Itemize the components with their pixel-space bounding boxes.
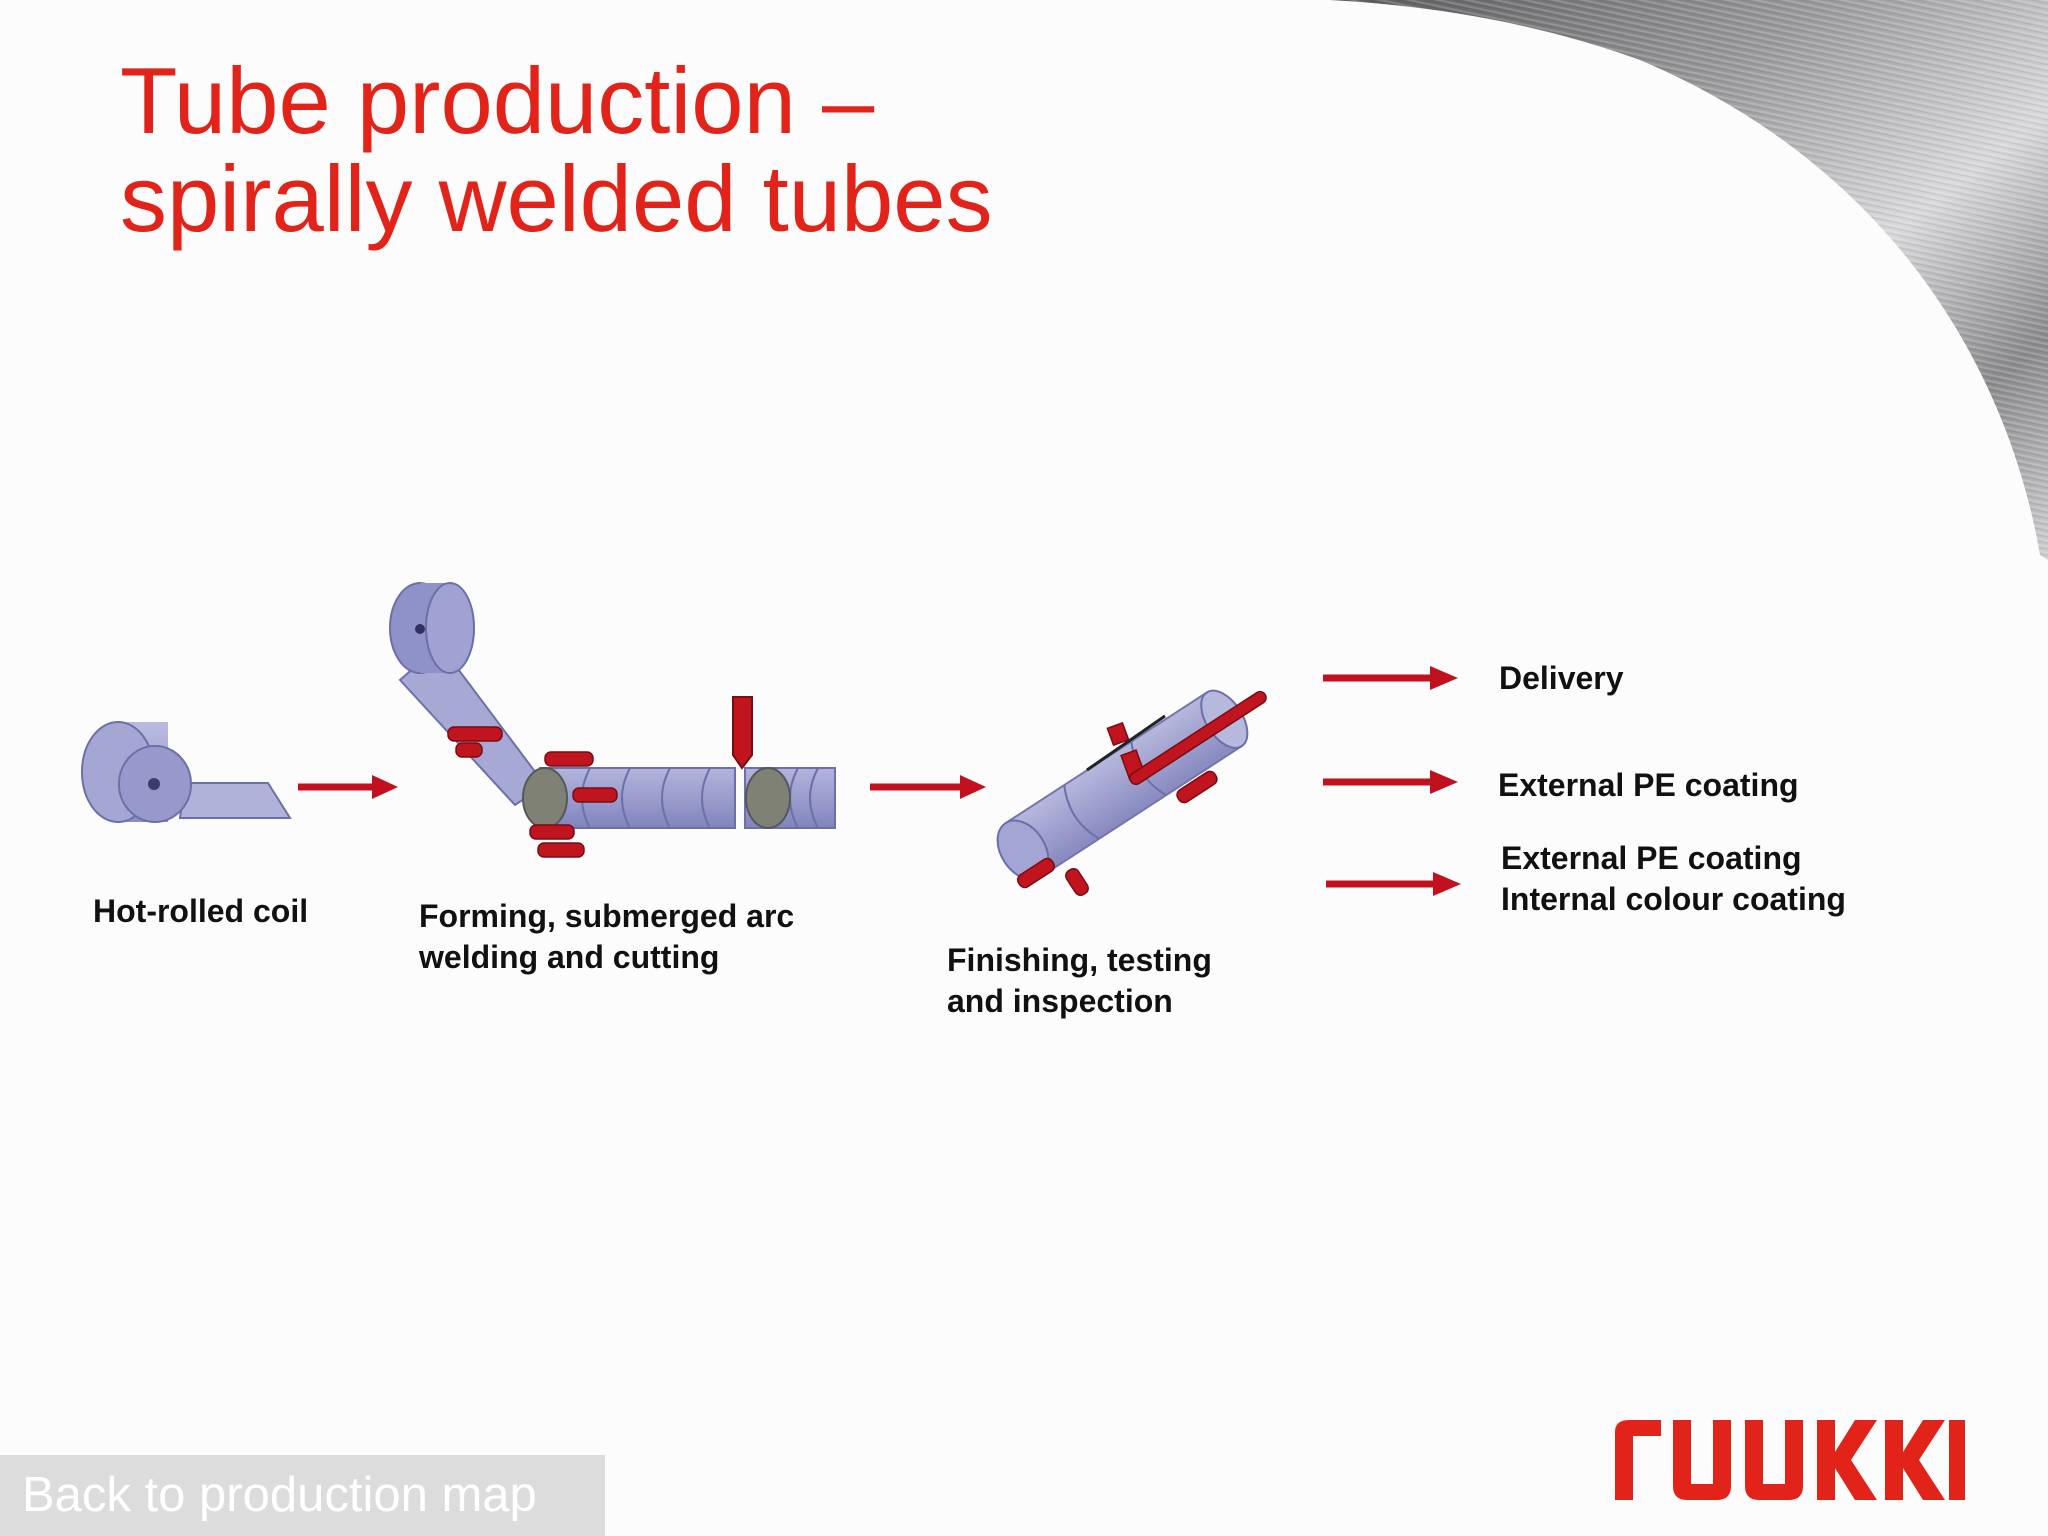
output-label-line: External PE coating — [1498, 767, 1799, 803]
output-label-external-internal: External PE coating Internal colour coat… — [1501, 838, 1846, 920]
step-label-forming-welding: Forming, submerged arc welding and cutti… — [419, 896, 794, 978]
output-label-line: Delivery — [1499, 660, 1624, 696]
output-label-line: External PE coating — [1501, 840, 1802, 876]
output-label-line: Internal colour coating — [1501, 881, 1846, 917]
slide-title: Tube production – spirally welded tubes — [120, 52, 993, 248]
output-arrow-2 — [1323, 770, 1458, 794]
forming-welding-cutting-icon — [389, 582, 836, 858]
slide-title-line-1: Tube production – — [120, 48, 875, 153]
ruukki-logo — [1615, 1420, 1965, 1500]
finishing-testing-icon — [996, 689, 1267, 897]
step-label-line: Hot-rolled coil — [93, 893, 309, 929]
step-label-line: welding and cutting — [419, 939, 720, 975]
step-label-hot-rolled-coil: Hot-rolled coil — [93, 891, 308, 932]
hot-rolled-coil-icon — [81, 721, 292, 823]
step-label-line: and inspection — [947, 983, 1173, 1019]
step-label-line: Finishing, testing — [947, 942, 1212, 978]
back-to-production-map-button[interactable]: Back to production map — [0, 1455, 605, 1536]
output-label-external-pe: External PE coating — [1498, 765, 1799, 806]
flow-arrow-1 — [298, 775, 398, 799]
step-label-finishing-testing: Finishing, testing and inspection — [947, 940, 1212, 1022]
step-label-line: Forming, submerged arc — [419, 898, 795, 934]
flow-arrow-2 — [870, 775, 986, 799]
slide-title-line-2: spirally welded tubes — [120, 146, 993, 251]
output-arrow-1 — [1323, 666, 1458, 690]
output-label-delivery: Delivery — [1499, 658, 1624, 699]
output-arrow-3 — [1326, 872, 1461, 896]
